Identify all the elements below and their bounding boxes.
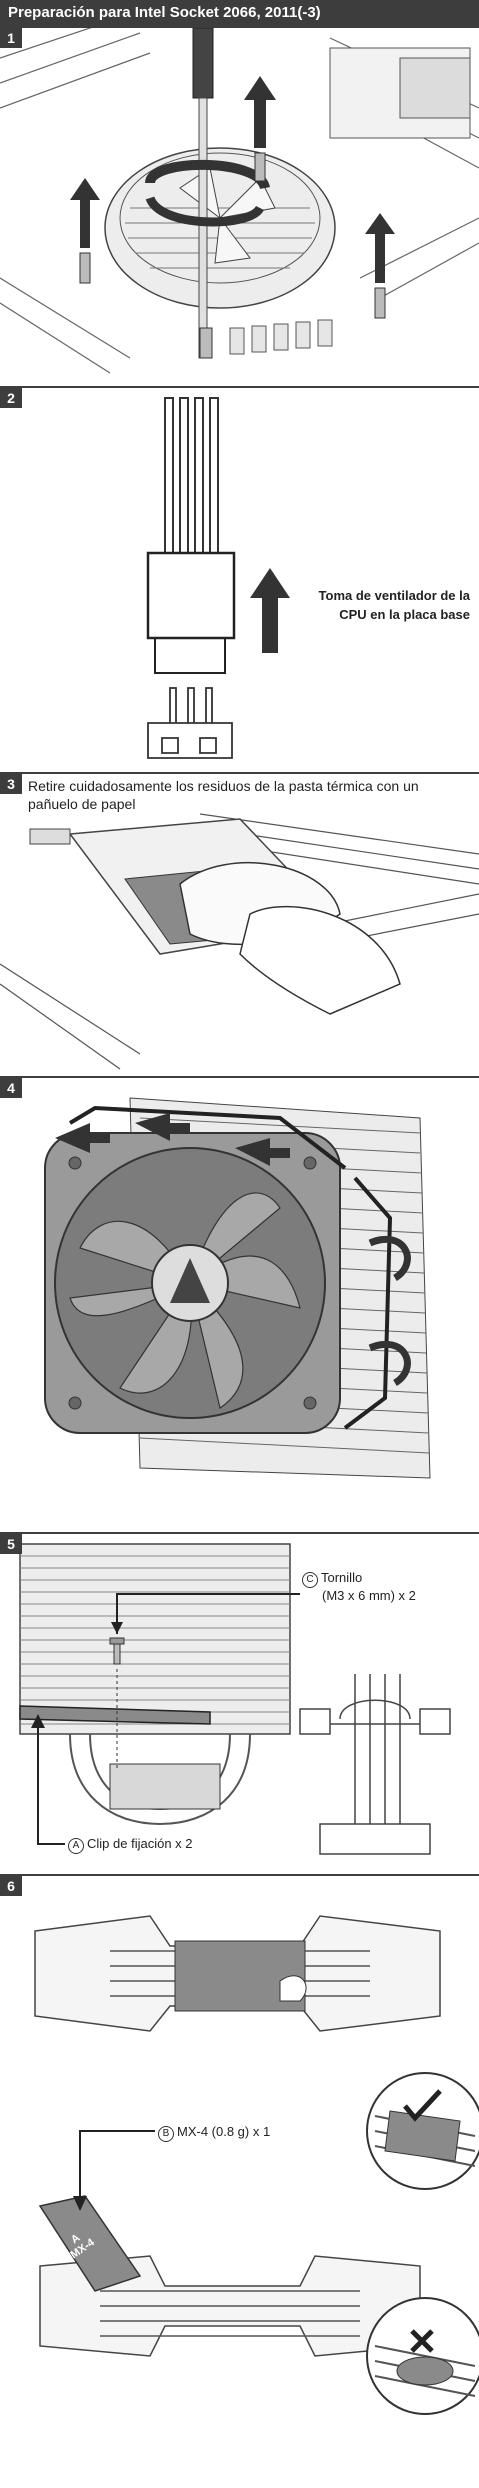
step-1-panel: 1 xyxy=(0,26,479,386)
page-title: Preparación para Intel Socket 2066, 2011… xyxy=(0,0,479,26)
paste-label-text: MX-4 (0.8 g) x 1 xyxy=(177,2124,271,2139)
step-number: 3 xyxy=(0,774,22,794)
step-number: 1 xyxy=(0,28,22,48)
step-1-illustration xyxy=(0,28,479,374)
step-3-panel: 3 Retire cuidadosamente los residuos de … xyxy=(0,772,479,1076)
step-2-panel: 2 Toma de ventilador de la CPU en la pla… xyxy=(0,386,479,772)
label-marker: A xyxy=(68,1838,84,1854)
caption-line: CPU en la placa base xyxy=(339,607,470,622)
step-2-illustration xyxy=(146,397,290,759)
step-3-text: Retire cuidadosamente los residuos de la… xyxy=(28,778,419,812)
step-number: 2 xyxy=(0,388,22,408)
screw-label-line2: (M3 x 6 mm) x 2 xyxy=(322,1588,416,1603)
step-6-illustration xyxy=(34,1915,479,2415)
step-3-illustration xyxy=(0,813,479,1070)
step-number: 4 xyxy=(0,1078,22,1098)
step-number: 6 xyxy=(0,1876,22,1896)
caption-line: Toma de ventilador de la xyxy=(318,588,470,603)
label-marker: B xyxy=(158,2126,174,2142)
fan-header-caption: Toma de ventilador de la CPU en la placa… xyxy=(300,586,470,624)
step-4-illustration xyxy=(44,1097,431,1479)
screw-label-line1: Tornillo xyxy=(321,1570,363,1585)
label-marker: C xyxy=(302,1572,318,1588)
step-4-panel: 4 xyxy=(0,1076,479,1532)
clip-label-text: Clip de fijación x 2 xyxy=(87,1836,193,1851)
step-5-illustration xyxy=(19,1543,451,1855)
step-number: 5 xyxy=(0,1534,22,1554)
